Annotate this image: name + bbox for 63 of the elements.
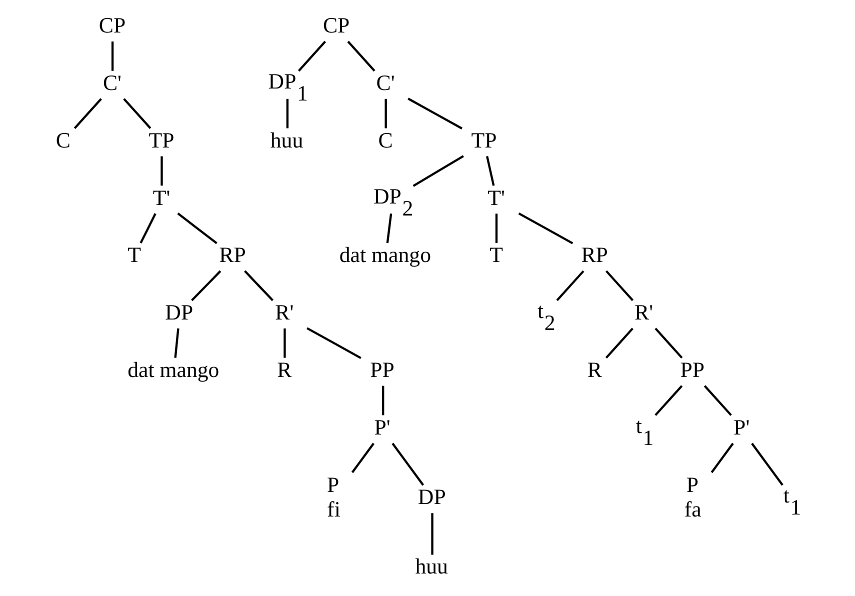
connector [298, 40, 326, 72]
connector [74, 98, 102, 129]
node-text: C [56, 128, 70, 152]
node-text: RP [219, 243, 246, 268]
connector [386, 214, 392, 244]
connector [556, 270, 584, 302]
connector [605, 328, 634, 359]
connector [710, 442, 734, 474]
node-text: R' [275, 300, 294, 325]
node-text: PP [370, 358, 394, 382]
connector [111, 42, 114, 71]
connector [351, 442, 374, 474]
node-text: dat mango [128, 358, 220, 382]
node-text: T [490, 243, 504, 268]
node-text: C [378, 128, 393, 152]
node-text: R' [634, 300, 654, 325]
connector [123, 98, 152, 129]
connector [284, 328, 286, 358]
connector [177, 212, 218, 244]
node-text: DP [165, 300, 194, 325]
node-text: R [277, 358, 292, 382]
node-text: RP [581, 243, 608, 268]
connector [286, 98, 289, 128]
node-text: P fi [327, 472, 340, 522]
connector [486, 156, 495, 186]
connector [408, 98, 462, 130]
connector [392, 442, 424, 486]
connector [654, 385, 683, 416]
node-text: C' [102, 71, 122, 96]
connector [495, 214, 498, 244]
node-text: P' [374, 415, 390, 440]
node-text: dat mango [339, 243, 432, 268]
node-text: huu [270, 128, 304, 152]
node-text: T' [152, 186, 170, 210]
connector [382, 386, 384, 416]
connector [191, 270, 222, 302]
connector [431, 513, 434, 555]
connector [244, 270, 274, 302]
node-text: huu [415, 554, 448, 579]
node-text: CP [322, 14, 350, 38]
connector [654, 328, 683, 359]
connector [347, 40, 376, 72]
node-text: T [128, 243, 141, 268]
node-text: PP [680, 358, 705, 382]
connector [412, 155, 464, 187]
node-text: P' [734, 415, 750, 440]
node-text: R [587, 358, 602, 382]
connector [605, 270, 634, 302]
connector [160, 156, 163, 186]
connector [518, 212, 574, 244]
connector [174, 328, 180, 358]
connector [751, 442, 784, 486]
node-text: TP [148, 128, 174, 152]
node-text: CP [98, 14, 126, 38]
connector [140, 213, 156, 244]
node-text: P fa [684, 472, 702, 522]
node-text: C' [376, 71, 395, 96]
node-text: T' [488, 186, 505, 210]
connector [384, 98, 387, 128]
node-text: DP [418, 485, 446, 510]
connector [306, 327, 362, 360]
node-text: TP [471, 128, 497, 152]
connector [704, 385, 732, 416]
